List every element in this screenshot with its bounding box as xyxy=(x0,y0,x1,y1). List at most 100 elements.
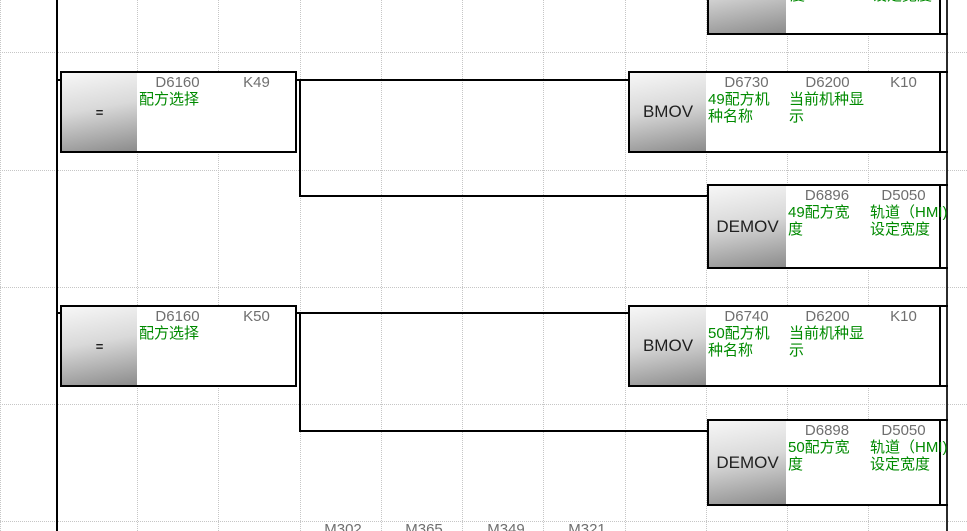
operand-cell[interactable]: D6898 50配方宽 度 xyxy=(786,421,868,504)
device-label[interactable]: M349 xyxy=(487,521,525,531)
operand-cell[interactable]: D6896 49配方宽 度 xyxy=(786,186,868,267)
branch-wire-horizontal xyxy=(299,430,708,432)
operand-comment: 度 xyxy=(788,221,804,238)
branch-wire-vertical xyxy=(299,312,301,432)
operand-cell[interactable]: D6740 50配方机 种名称 xyxy=(706,307,787,385)
operand-cell[interactable]: D5050 轨道（HMI) 设定宽度 xyxy=(868,186,948,267)
branch-wire-horizontal xyxy=(299,195,708,197)
operand-cell[interactable]: K10 xyxy=(868,73,939,151)
operand-address: K10 xyxy=(890,308,917,325)
instruction-box[interactable]: DEMOV xyxy=(709,186,786,267)
operand-comment: 50配方宽 xyxy=(788,439,850,456)
instruction-box[interactable] xyxy=(709,0,786,33)
operand-address: D6200 xyxy=(805,308,850,325)
grid-line xyxy=(137,0,138,531)
operand-address: D5050 xyxy=(881,187,926,204)
grid-line xyxy=(218,0,219,531)
operand-comment: 50配方机 xyxy=(708,325,770,342)
bmov-block-49[interactable]: BMOV D6730 49配方机 种名称 D6200 当前机种显 示 K10 xyxy=(628,71,941,153)
grid-line xyxy=(381,0,382,531)
operand-comment: 轨道（HMI) xyxy=(870,439,948,456)
grid-line xyxy=(0,404,967,405)
right-power-rail xyxy=(946,0,948,531)
grid-line xyxy=(0,0,1,531)
rail-stub xyxy=(939,419,948,421)
operand-cell[interactable] xyxy=(868,0,939,33)
left-power-rail xyxy=(56,0,58,531)
rail-stub xyxy=(939,71,948,73)
device-label[interactable]: M321 xyxy=(568,521,606,531)
instruction-box[interactable]: = xyxy=(62,307,137,385)
rung-wire xyxy=(296,79,629,81)
rail-stub xyxy=(939,305,948,307)
branch-wire-vertical xyxy=(299,79,301,197)
instruction-box[interactable]: BMOV xyxy=(630,307,706,385)
rail-stub xyxy=(939,151,948,153)
operand-address: D6200 xyxy=(805,74,850,91)
operand-comment: 当前机种显 xyxy=(789,325,865,342)
operand-comment: 度 xyxy=(788,456,804,473)
grid-line xyxy=(0,170,967,171)
bmov-block-50[interactable]: BMOV D6740 50配方机 种名称 D6200 当前机种显 示 K10 xyxy=(628,305,941,387)
operand-cell[interactable]: K10 xyxy=(868,307,939,385)
operand-address: D6898 xyxy=(804,422,850,439)
instruction-box[interactable]: DEMOV xyxy=(709,421,786,504)
demov-block-50[interactable]: DEMOV D6898 50配方宽 度 D5050 轨道（HMI) 设定宽度 xyxy=(707,419,948,506)
operand-cell[interactable]: D6730 49配方机 种名称 xyxy=(706,73,787,151)
rung-wire xyxy=(56,312,62,314)
operand-address: D6160 xyxy=(155,308,200,325)
grid-line xyxy=(0,287,967,288)
operand-cell[interactable]: D6200 当前机种显 示 xyxy=(787,307,868,385)
device-label[interactable]: M365 xyxy=(405,521,443,531)
operand-address: K10 xyxy=(890,74,917,91)
rail-stub xyxy=(939,504,948,506)
operand-cell[interactable]: D6200 当前机种显 示 xyxy=(787,73,868,151)
operand-comment: 设定宽度 xyxy=(870,456,931,473)
grid-line xyxy=(300,0,301,531)
operand-comment: 49配方机 xyxy=(708,91,770,108)
operand-comment: 设定宽度 xyxy=(872,0,932,4)
operand-comment: 示 xyxy=(789,108,805,125)
operand-comment: 种名称 xyxy=(708,342,754,359)
grid-line xyxy=(543,0,544,531)
operand-cell[interactable] xyxy=(786,0,868,33)
operand-cell[interactable]: D6160 配方选择 xyxy=(137,73,218,151)
operand-cell[interactable]: D5050 轨道（HMI) 设定宽度 xyxy=(868,421,948,504)
operand-cell[interactable]: K50 xyxy=(218,307,295,385)
grid-line xyxy=(706,0,707,531)
operand-cell[interactable]: D6160 配方选择 xyxy=(137,307,218,385)
operand-comment: 度 xyxy=(790,0,805,4)
operand-comment: 配方选择 xyxy=(139,325,200,342)
grid-line xyxy=(0,52,967,53)
operand-comment: 设定宽度 xyxy=(870,221,931,238)
rail-stub xyxy=(939,33,948,35)
operand-comment: 49配方宽 xyxy=(788,204,850,221)
operand-comment: 当前机种显 xyxy=(789,91,865,108)
operand-address: D6160 xyxy=(155,74,200,91)
rung-wire xyxy=(296,312,629,314)
operand-cell[interactable]: K49 xyxy=(218,73,295,151)
rail-stub xyxy=(939,385,948,387)
operand-address: D5050 xyxy=(881,422,926,439)
demov-block-49[interactable]: DEMOV D6896 49配方宽 度 D5050 轨道（HMI) 设定宽度 xyxy=(707,184,948,269)
instruction-box[interactable]: = xyxy=(62,73,137,151)
operand-address: K49 xyxy=(243,74,270,91)
compare-eq-block-50[interactable]: = D6160 配方选择 K50 xyxy=(60,305,297,387)
operand-address: D6740 xyxy=(724,308,769,325)
operand-comment: 轨道（HMI) xyxy=(870,204,948,221)
operand-address: D6730 xyxy=(724,74,769,91)
compare-eq-block-49[interactable]: = D6160 配方选择 K49 xyxy=(60,71,297,153)
operand-comment: 种名称 xyxy=(708,108,754,125)
device-label[interactable]: M302 xyxy=(324,521,362,531)
rung-wire xyxy=(56,79,62,81)
operand-comment: 配方选择 xyxy=(139,91,200,108)
demov-block-partial-top[interactable]: 度 设定宽度 xyxy=(707,0,941,35)
operand-address: K50 xyxy=(243,308,270,325)
grid-line xyxy=(0,521,967,522)
operand-address: D6896 xyxy=(804,187,850,204)
rail-stub xyxy=(939,184,948,186)
grid-line xyxy=(462,0,463,531)
instruction-box[interactable]: BMOV xyxy=(630,73,706,151)
grid-line xyxy=(625,0,626,531)
